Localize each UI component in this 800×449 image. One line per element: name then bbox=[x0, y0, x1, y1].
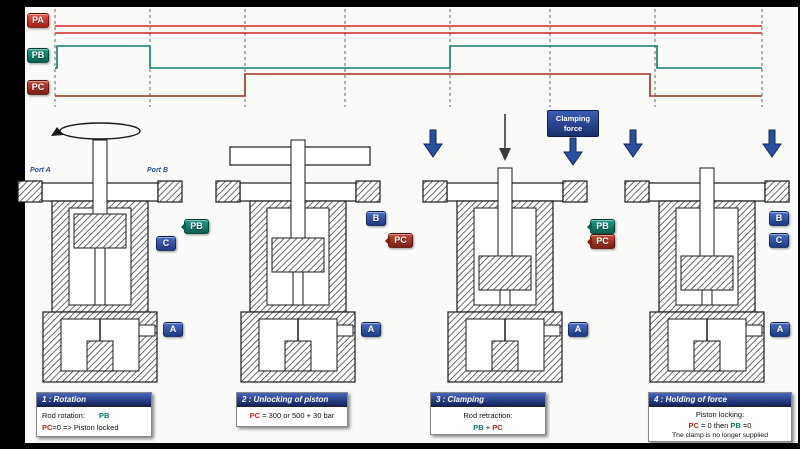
station4-c-badge: C bbox=[769, 233, 789, 248]
caption-box-unlocking: 2 : Unlocking of piston PC = 300 or 500 … bbox=[236, 392, 348, 427]
station2-b-badge: B bbox=[366, 211, 386, 226]
caption1-line1-text: Rod rotation: bbox=[42, 411, 85, 420]
station3-a-badge: A bbox=[568, 322, 588, 337]
caption4-pb-token: PB bbox=[730, 420, 741, 430]
diagram-background bbox=[25, 7, 798, 443]
pa-signal-badge: PA bbox=[27, 13, 49, 28]
caption4-line1-text: Piston locking: bbox=[695, 410, 745, 419]
caption-body-unlocking: PC = 300 or 500 + 30 bar bbox=[237, 407, 347, 425]
caption-title-clamping: 3 : Clamping bbox=[431, 393, 545, 407]
station3-pc-badge: PC bbox=[587, 234, 615, 249]
caption3-plus-text: + bbox=[483, 422, 493, 432]
caption3-pc-token: PC bbox=[492, 422, 503, 432]
caption-body-clamping: Rod retraction: PB + PC bbox=[431, 407, 545, 436]
caption1-line2-text: =0 => Piston locked bbox=[52, 422, 119, 432]
caption4-pc-token: PC bbox=[688, 420, 699, 430]
caption1-pc-token: PC bbox=[42, 422, 53, 432]
station2-pc-badge: PC bbox=[385, 233, 413, 248]
station1-pb-badge: PB bbox=[181, 219, 209, 234]
caption4-line3-text: The clamp is no longer supplied bbox=[672, 432, 768, 439]
caption-box-clamping: 3 : Clamping Rod retraction: PB + PC bbox=[430, 392, 546, 435]
station2-a-badge: A bbox=[361, 322, 381, 337]
caption-box-rotation: 1 : Rotation Rod rotation: PB PC=0 => Pis… bbox=[36, 392, 152, 437]
port-b-label: Port B bbox=[147, 167, 168, 174]
caption4-end-text: =0 bbox=[740, 420, 752, 430]
station4-b-badge: B bbox=[769, 211, 789, 226]
caption-body-rotation: Rod rotation: PB PC=0 => Piston locked bbox=[37, 407, 151, 436]
station1-c-badge: C bbox=[156, 236, 176, 251]
station3-pb-badge: PB bbox=[587, 219, 615, 234]
caption-box-holding: 4 : Holding of force Piston locking: PC … bbox=[648, 392, 792, 442]
caption1-pb-token: PB bbox=[98, 411, 110, 420]
caption3-pb-token: PB bbox=[473, 422, 484, 432]
caption-title-unlocking: 2 : Unlocking of piston bbox=[237, 393, 347, 407]
caption-body-holding: Piston locking: PC = 0 then PB =0 The cl… bbox=[649, 407, 791, 444]
caption-title-rotation: 1 : Rotation bbox=[37, 393, 151, 407]
pc-signal-badge: PC bbox=[27, 80, 49, 95]
caption4-mid-text: = 0 then bbox=[698, 420, 731, 430]
caption2-pc-token: PC bbox=[249, 411, 261, 420]
station4-a-badge: A bbox=[770, 322, 790, 337]
caption3-line1-text: Rod retraction: bbox=[463, 411, 513, 420]
station1-a-badge: A bbox=[163, 322, 183, 337]
clamping-force-callout: Clamping force bbox=[547, 110, 599, 137]
caption-title-holding: 4 : Holding of force bbox=[649, 393, 791, 407]
pb-signal-badge: PB bbox=[27, 48, 49, 63]
port-a-label: Port A bbox=[30, 167, 51, 174]
caption2-line1-text: = 300 or 500 + 30 bar bbox=[260, 411, 335, 420]
